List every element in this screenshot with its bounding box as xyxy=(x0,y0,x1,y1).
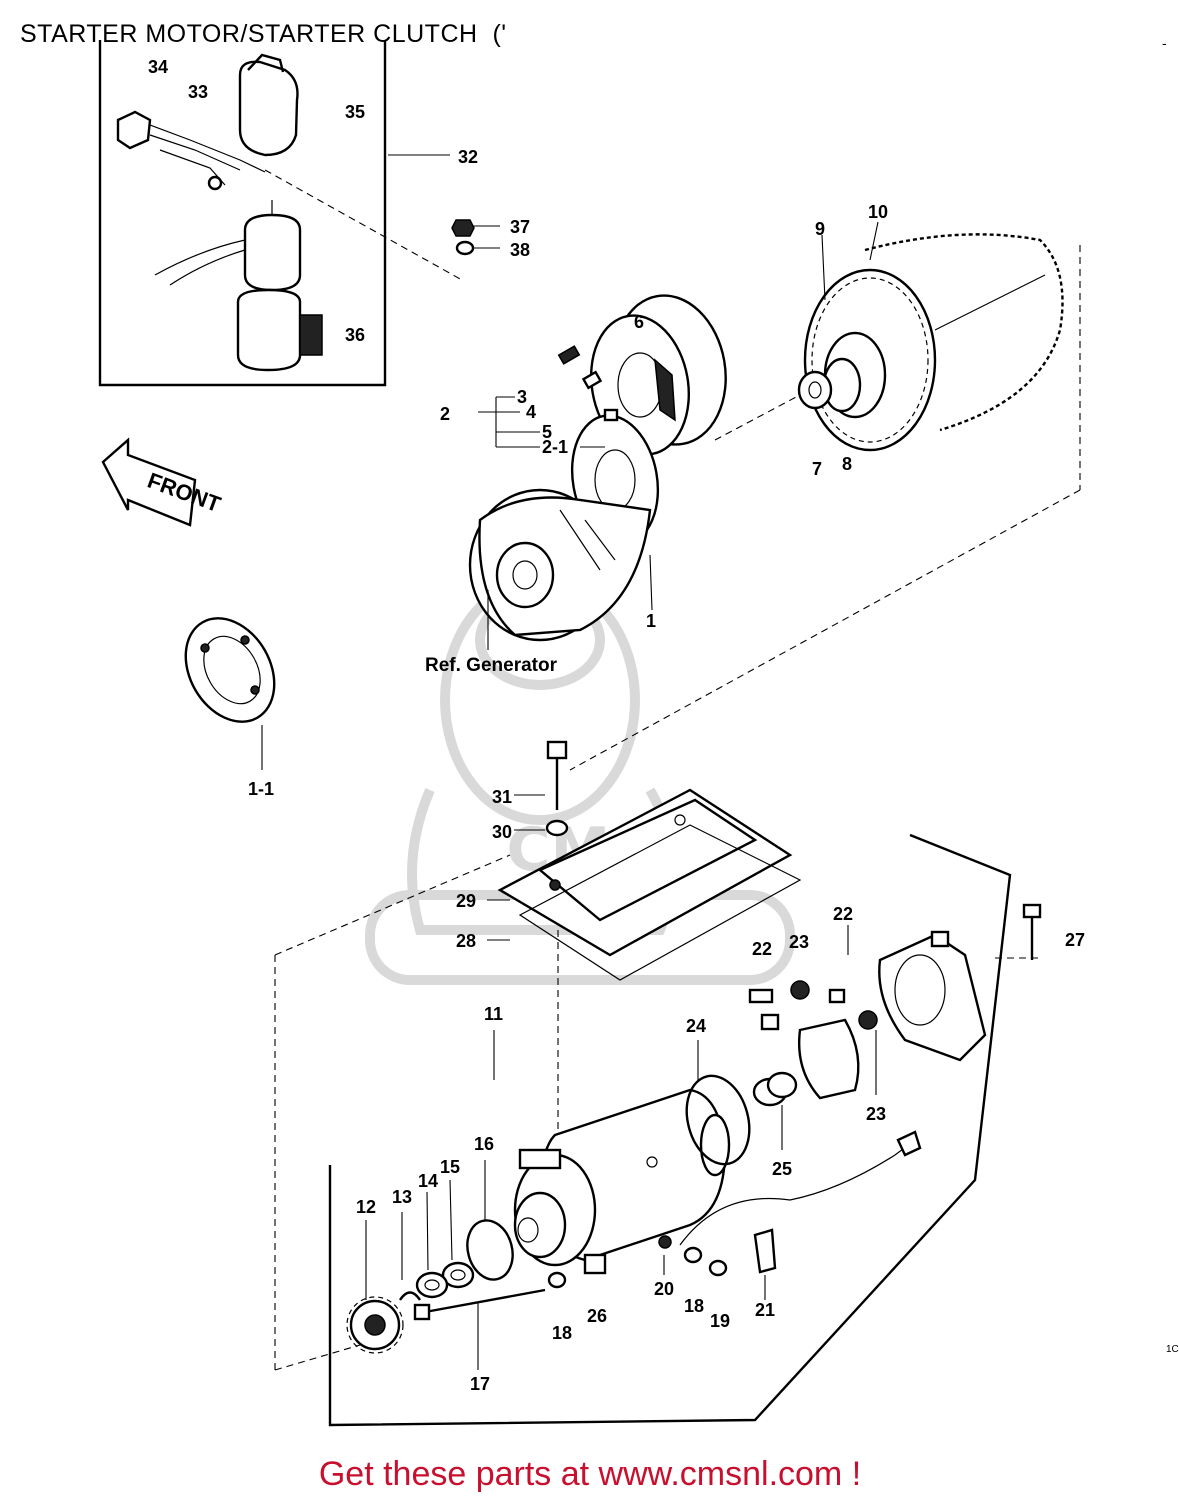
callout-27: 27 xyxy=(1065,930,1085,950)
callout-13: 13 xyxy=(392,1187,412,1207)
callout-33: 33 xyxy=(188,82,208,102)
callout-6: 6 xyxy=(634,312,644,332)
callout-1: 1 xyxy=(646,611,656,631)
callout-22-lower: 22 xyxy=(752,939,772,959)
nut-and-washer xyxy=(388,154,500,256)
callout-34: 34 xyxy=(148,57,168,77)
callout-23-lower: 23 xyxy=(866,1104,886,1124)
ref-generator-label: Ref. Generator xyxy=(425,655,558,676)
starter-motor-frame xyxy=(274,833,1012,1427)
callout-10: 10 xyxy=(868,202,888,222)
gasket-1-1 xyxy=(184,617,276,770)
callout-21: 21 xyxy=(755,1300,775,1320)
callout-19: 19 xyxy=(710,1311,730,1331)
sprocket-and-chain xyxy=(797,221,1064,452)
callout-9: 9 xyxy=(815,219,825,239)
callout-2-1: 2-1 xyxy=(542,437,568,457)
generator-rotor xyxy=(468,488,653,650)
callout-4: 4 xyxy=(526,402,536,422)
callout-30: 30 xyxy=(492,822,512,842)
rear-end-parts xyxy=(685,903,1042,1166)
callout-35: 35 xyxy=(345,102,365,122)
guide-line xyxy=(569,489,1081,771)
front-arrow: FRONT xyxy=(101,437,225,527)
callout-29: 29 xyxy=(456,891,476,911)
lead-wire-and-terminal xyxy=(658,1130,922,1300)
callout-18-lower: 18 xyxy=(552,1323,572,1343)
callout-23-upper: 23 xyxy=(789,932,809,952)
callout-2: 2 xyxy=(440,404,450,424)
callout-28: 28 xyxy=(456,931,476,951)
callout-labels: 34 33 35 32 37 38 36 9 10 6 2 3 4 5 2-1 … xyxy=(148,35,1179,1394)
diagram-title: STARTER MOTOR/STARTER CLUTCH (' xyxy=(20,20,507,48)
callout-36: 36 xyxy=(345,325,365,345)
callout-24: 24 xyxy=(686,1016,706,1036)
bolt-31-washer-30 xyxy=(545,740,569,837)
starter-motor-body xyxy=(513,1088,731,1275)
callout-17: 17 xyxy=(470,1374,490,1394)
callout-22-upper: 22 xyxy=(833,904,853,924)
callout-15: 15 xyxy=(440,1157,460,1177)
callout-14: 14 xyxy=(418,1171,438,1191)
footer-link-text[interactable]: Get these parts at www.cmsnl.com ! xyxy=(318,1455,862,1493)
solenoid-inset xyxy=(98,40,463,387)
guide-line xyxy=(274,1344,361,1371)
callout-1-1: 1-1 xyxy=(248,779,274,799)
front-end-parts xyxy=(346,1160,567,1370)
cover-and-gasket xyxy=(487,788,802,981)
corner-mark-top: - xyxy=(1162,35,1167,51)
corner-mark-bottom: 1C xyxy=(1166,1344,1179,1355)
callout-26: 26 xyxy=(587,1306,607,1326)
callout-20: 20 xyxy=(654,1279,674,1299)
callout-18-upper: 18 xyxy=(684,1296,704,1316)
callout-8: 8 xyxy=(842,454,852,474)
callout-25: 25 xyxy=(772,1159,792,1179)
callout-7: 7 xyxy=(812,459,822,479)
callout-12: 12 xyxy=(356,1197,376,1217)
callout-37: 37 xyxy=(510,217,530,237)
callout-38: 38 xyxy=(510,240,530,260)
callout-5: 5 xyxy=(542,422,552,442)
callout-32: 32 xyxy=(458,147,478,167)
callout-16: 16 xyxy=(474,1134,494,1154)
callout-11: 11 xyxy=(484,1004,503,1024)
callout-3: 3 xyxy=(517,387,527,407)
callout-31: 31 xyxy=(492,787,512,807)
